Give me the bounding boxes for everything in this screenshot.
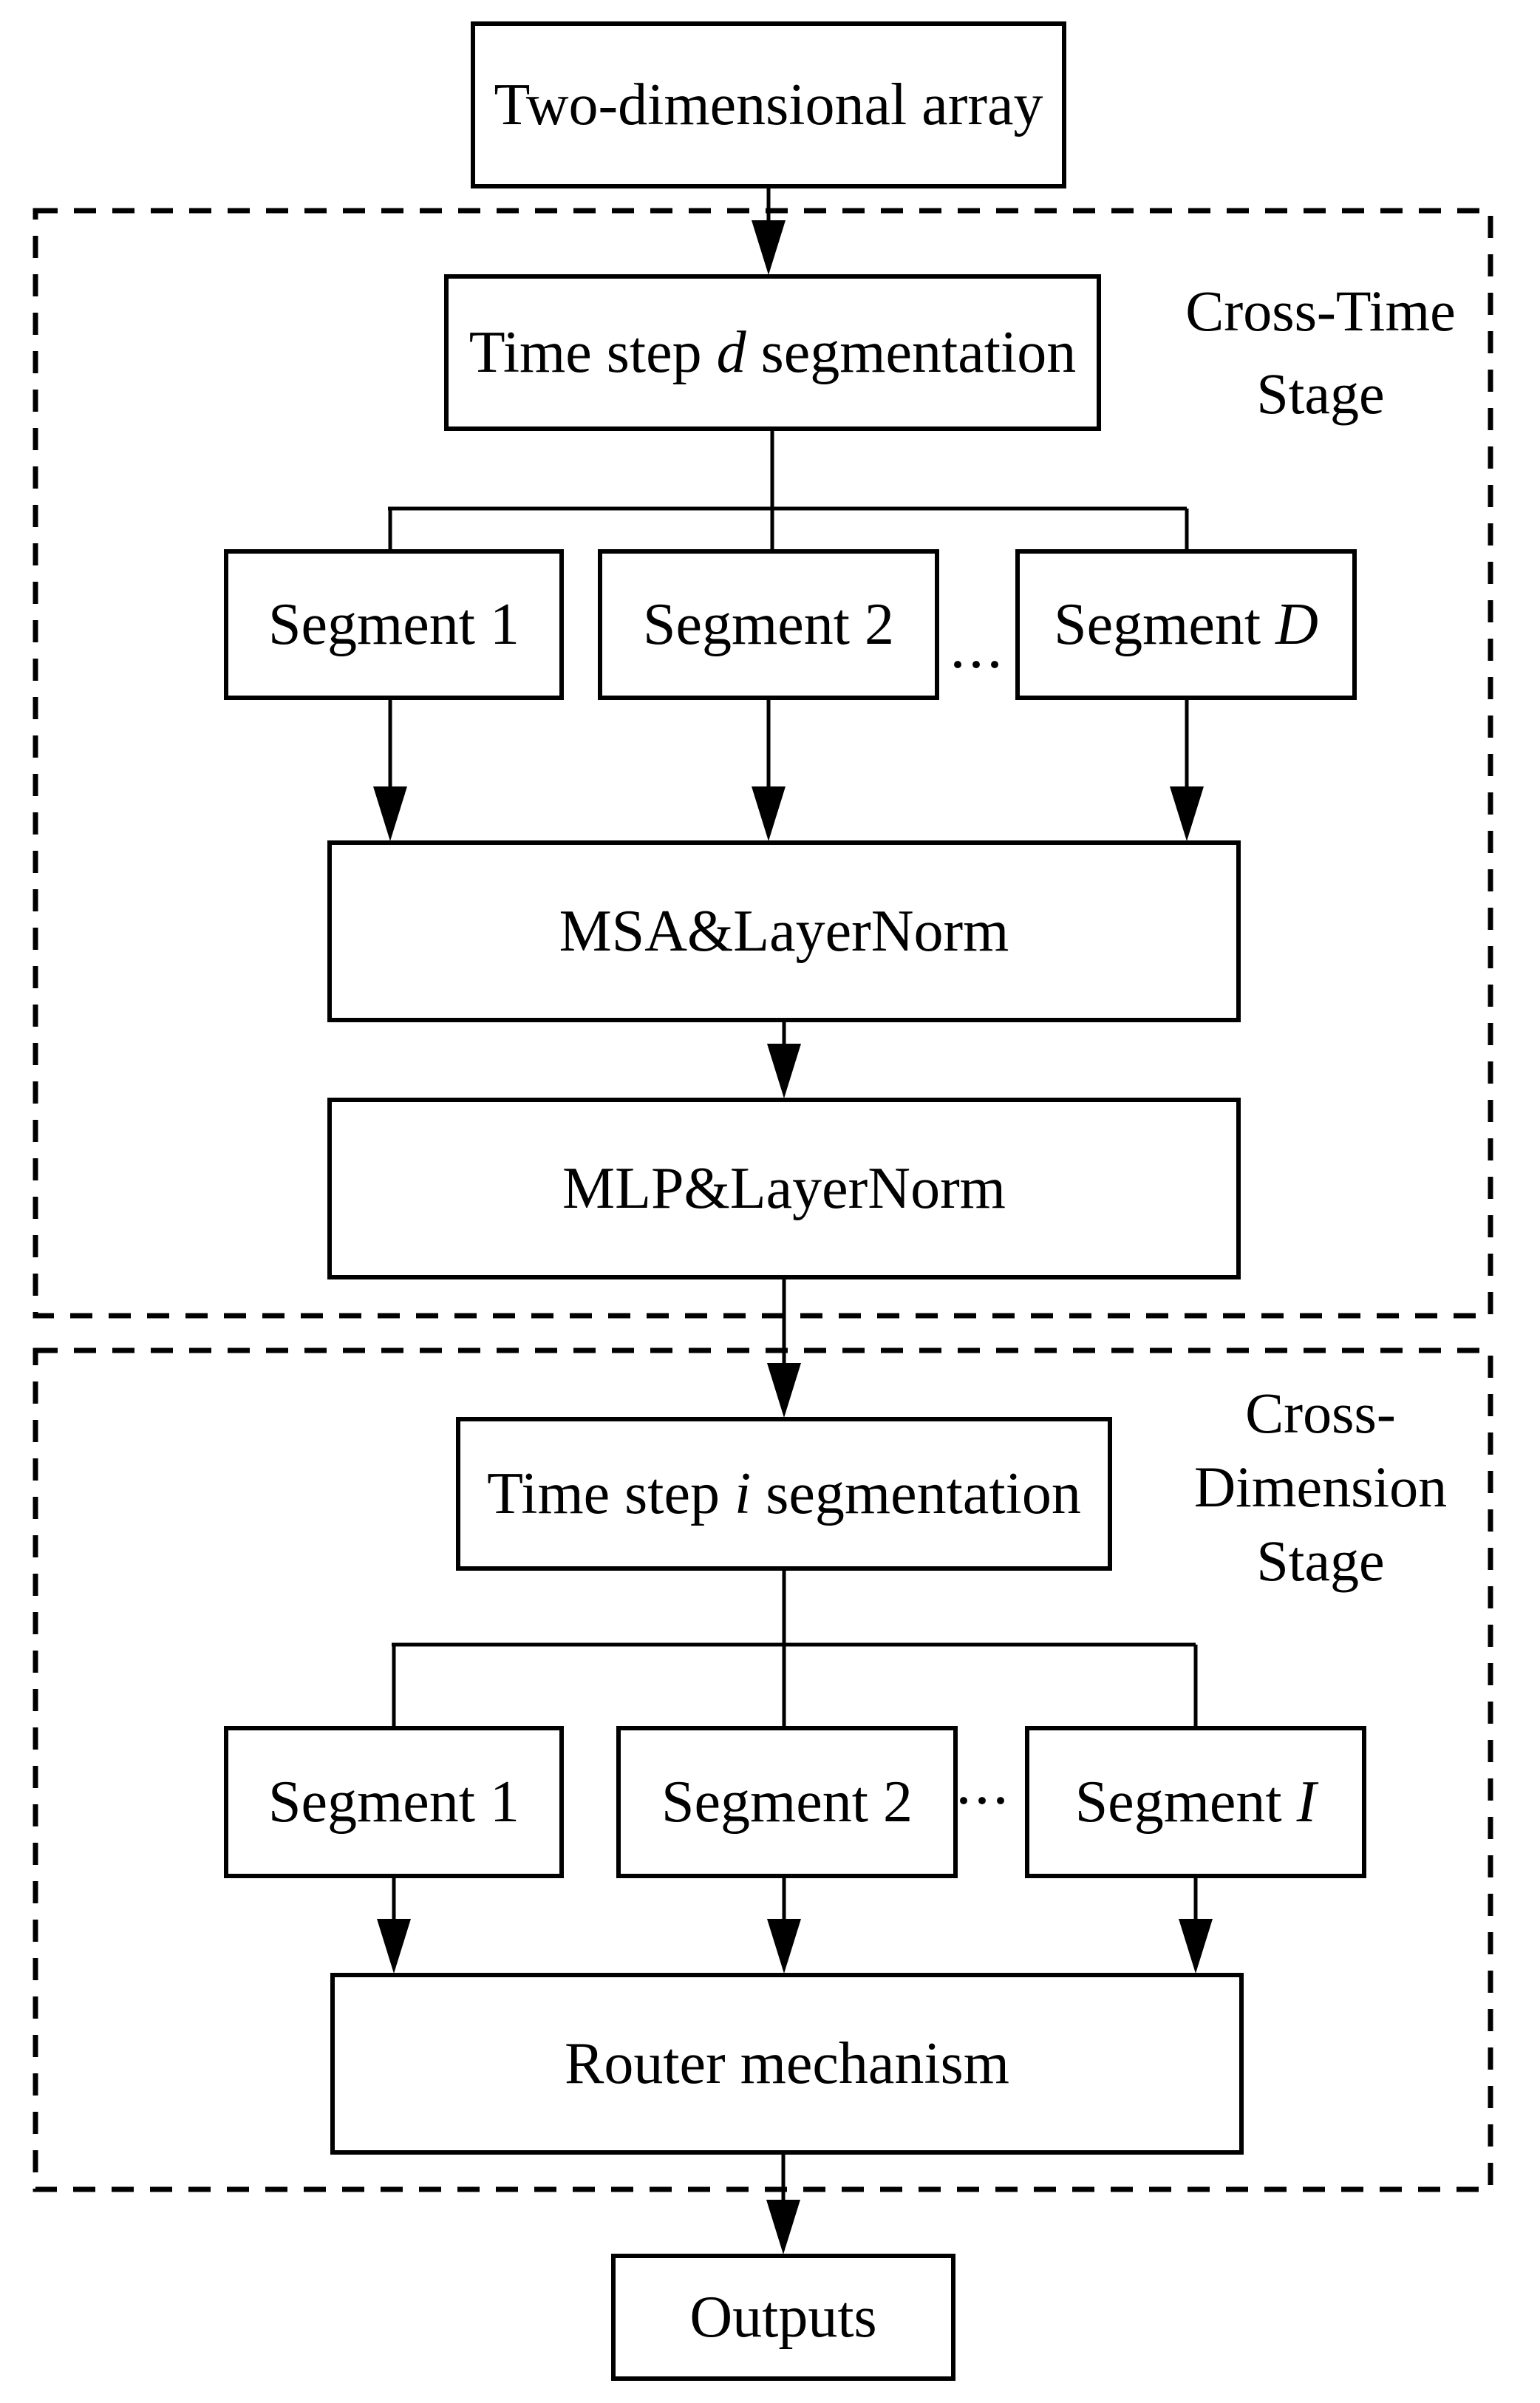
- segmentD-box-stage1: [1015, 549, 1357, 700]
- segment1-stage1-variable: 1: [489, 592, 519, 657]
- segmentI-stage2-variable: I: [1296, 1770, 1317, 1835]
- process-boxes: [224, 21, 1366, 2381]
- mlp-layernorm-text: MLP&LayerNorm: [562, 1156, 1006, 1221]
- arrowhead-segDa-msa: [1170, 786, 1204, 841]
- segment1-box-stage2: [224, 1726, 564, 1878]
- arrowhead-segIb-router: [1179, 1919, 1213, 1974]
- stage1-title-line1: Cross-Time: [1185, 279, 1456, 343]
- input-box: [471, 21, 1066, 188]
- outputs-label: Outputs: [613, 2256, 953, 2379]
- segment2-stage2-variable: 2: [882, 1770, 913, 1835]
- outputs-text: Outputs: [689, 2285, 877, 2350]
- segmentD-stage1-prefix: Segment: [1054, 592, 1276, 657]
- segmentI-box-stage2: [1025, 1726, 1366, 1878]
- timestep-i-segmentation-box: [456, 1417, 1112, 1571]
- timestep-i-prefix: Time step: [487, 1461, 735, 1526]
- segment1-box-stage1: [224, 549, 564, 700]
- input-box-label: Two-dimensional array: [473, 24, 1064, 186]
- stage2-title-line2: Dimension: [1193, 1455, 1448, 1519]
- segment2-stage1-label: Segment 2: [600, 551, 937, 698]
- timestep-d-suffix: segmentation: [746, 320, 1077, 385]
- timestep-d-segmentation-box: [444, 274, 1101, 431]
- segment2-stage2-prefix: Segment: [661, 1770, 883, 1835]
- router-mechanism-label: Router mechanism: [333, 1975, 1241, 2152]
- arrowhead-seg2a-msa: [752, 786, 786, 841]
- msa-layernorm-label: MSA&LayerNorm: [330, 843, 1239, 1020]
- segmentI-stage2-label: Segment I: [1027, 1728, 1364, 1876]
- stage2-title-line1: Cross-: [1245, 1381, 1396, 1445]
- segment1-stage2-prefix: Segment: [268, 1770, 490, 1835]
- segment1-stage1-label: Segment 1: [226, 551, 562, 698]
- ellipsis-stage1-text: ...: [950, 613, 1006, 682]
- segment2-box-stage1: [598, 549, 939, 700]
- arrowhead-msa-mlp: [767, 1044, 801, 1098]
- segmentD-stage1-label: Segment D: [1018, 551, 1355, 698]
- arrowhead-seg2b-router: [767, 1919, 801, 1974]
- segmentD-stage1-variable: D: [1275, 592, 1318, 657]
- timestep-d-variable: d: [716, 320, 746, 385]
- timestep-i-suffix: segmentation: [751, 1461, 1081, 1526]
- segment1-stage2-variable: 1: [489, 1770, 519, 1835]
- stage1-title: Cross-Time Stage: [1136, 270, 1505, 435]
- ellipsis-stage1: ...: [940, 613, 1015, 682]
- msa-layernorm-text: MSA&LayerNorm: [559, 899, 1009, 964]
- stage1-title-line2: Stage: [1256, 361, 1385, 426]
- timestep-d-prefix: Time step: [469, 320, 717, 385]
- timestep-i-variable: i: [735, 1461, 752, 1526]
- stage2-title: Cross- Dimension Stage: [1136, 1376, 1505, 1598]
- input-box-text: Two-dimensional array: [494, 72, 1043, 137]
- stage2-title-line3: Stage: [1256, 1529, 1385, 1593]
- segmentI-stage2-prefix: Segment: [1074, 1770, 1297, 1835]
- stage1-dashed-border: [33, 208, 1493, 1319]
- msa-layernorm-box: [327, 840, 1241, 1022]
- router-mechanism-box: [330, 1973, 1244, 2155]
- ellipsis-stage2: ...: [946, 1749, 1021, 1818]
- arrowhead-seg1b-router: [377, 1919, 411, 1974]
- outputs-box: [611, 2254, 955, 2381]
- arrowhead-mlp-seg-i: [767, 1363, 801, 1418]
- mlp-layernorm-label: MLP&LayerNorm: [330, 1100, 1239, 1277]
- arrowheads: [373, 220, 1213, 2254]
- segment2-stage2-label: Segment 2: [619, 1728, 955, 1876]
- arrowhead-seg1a-msa: [373, 786, 407, 841]
- arrowhead-into-seg-d: [752, 220, 786, 275]
- segment2-box-stage2: [616, 1726, 958, 1878]
- ellipsis-stage2-text: ...: [955, 1749, 1012, 1818]
- stage2-dashed-border: [33, 1347, 1493, 2192]
- segment2-stage1-prefix: Segment: [643, 592, 865, 657]
- timestep-i-segmentation-label: Time step i segmentation: [458, 1419, 1110, 1568]
- segment2-stage1-variable: 2: [864, 592, 894, 657]
- timestep-d-segmentation-label: Time step d segmentation: [446, 276, 1099, 429]
- segment1-stage1-prefix: Segment: [268, 592, 490, 657]
- connector-lines: [388, 186, 1198, 2204]
- arrowhead-router-outputs: [766, 2200, 800, 2254]
- router-mechanism-text: Router mechanism: [564, 2031, 1010, 2096]
- segment1-stage2-label: Segment 1: [226, 1728, 562, 1876]
- mlp-layernorm-box: [327, 1098, 1241, 1279]
